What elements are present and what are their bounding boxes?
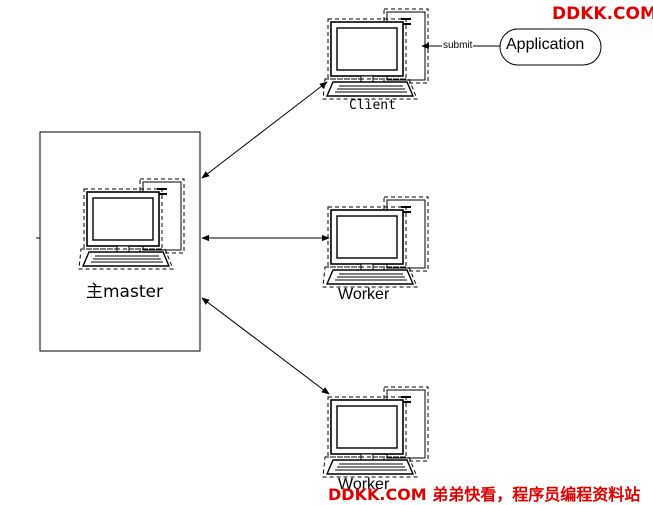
application-label: Application	[506, 36, 585, 53]
worker1-computer-icon	[322, 196, 429, 288]
master-client-edge	[201, 81, 328, 179]
worker1-label: Worker	[338, 286, 390, 303]
watermark-bottom: DDKK.COM 弟弟快看，程序员编程资料站	[328, 485, 641, 504]
submit-edge-label: submit	[442, 40, 474, 51]
master-worker2-edge	[201, 297, 330, 395]
worker2-label: Worker	[338, 476, 390, 493]
application-node-box	[499, 28, 602, 66]
worker2-computer-icon	[322, 386, 429, 478]
client-label: Client	[349, 98, 396, 113]
master-label: 主master	[86, 282, 163, 302]
watermark-top: DDKK.COM	[552, 4, 653, 24]
client-computer-icon	[322, 8, 429, 100]
